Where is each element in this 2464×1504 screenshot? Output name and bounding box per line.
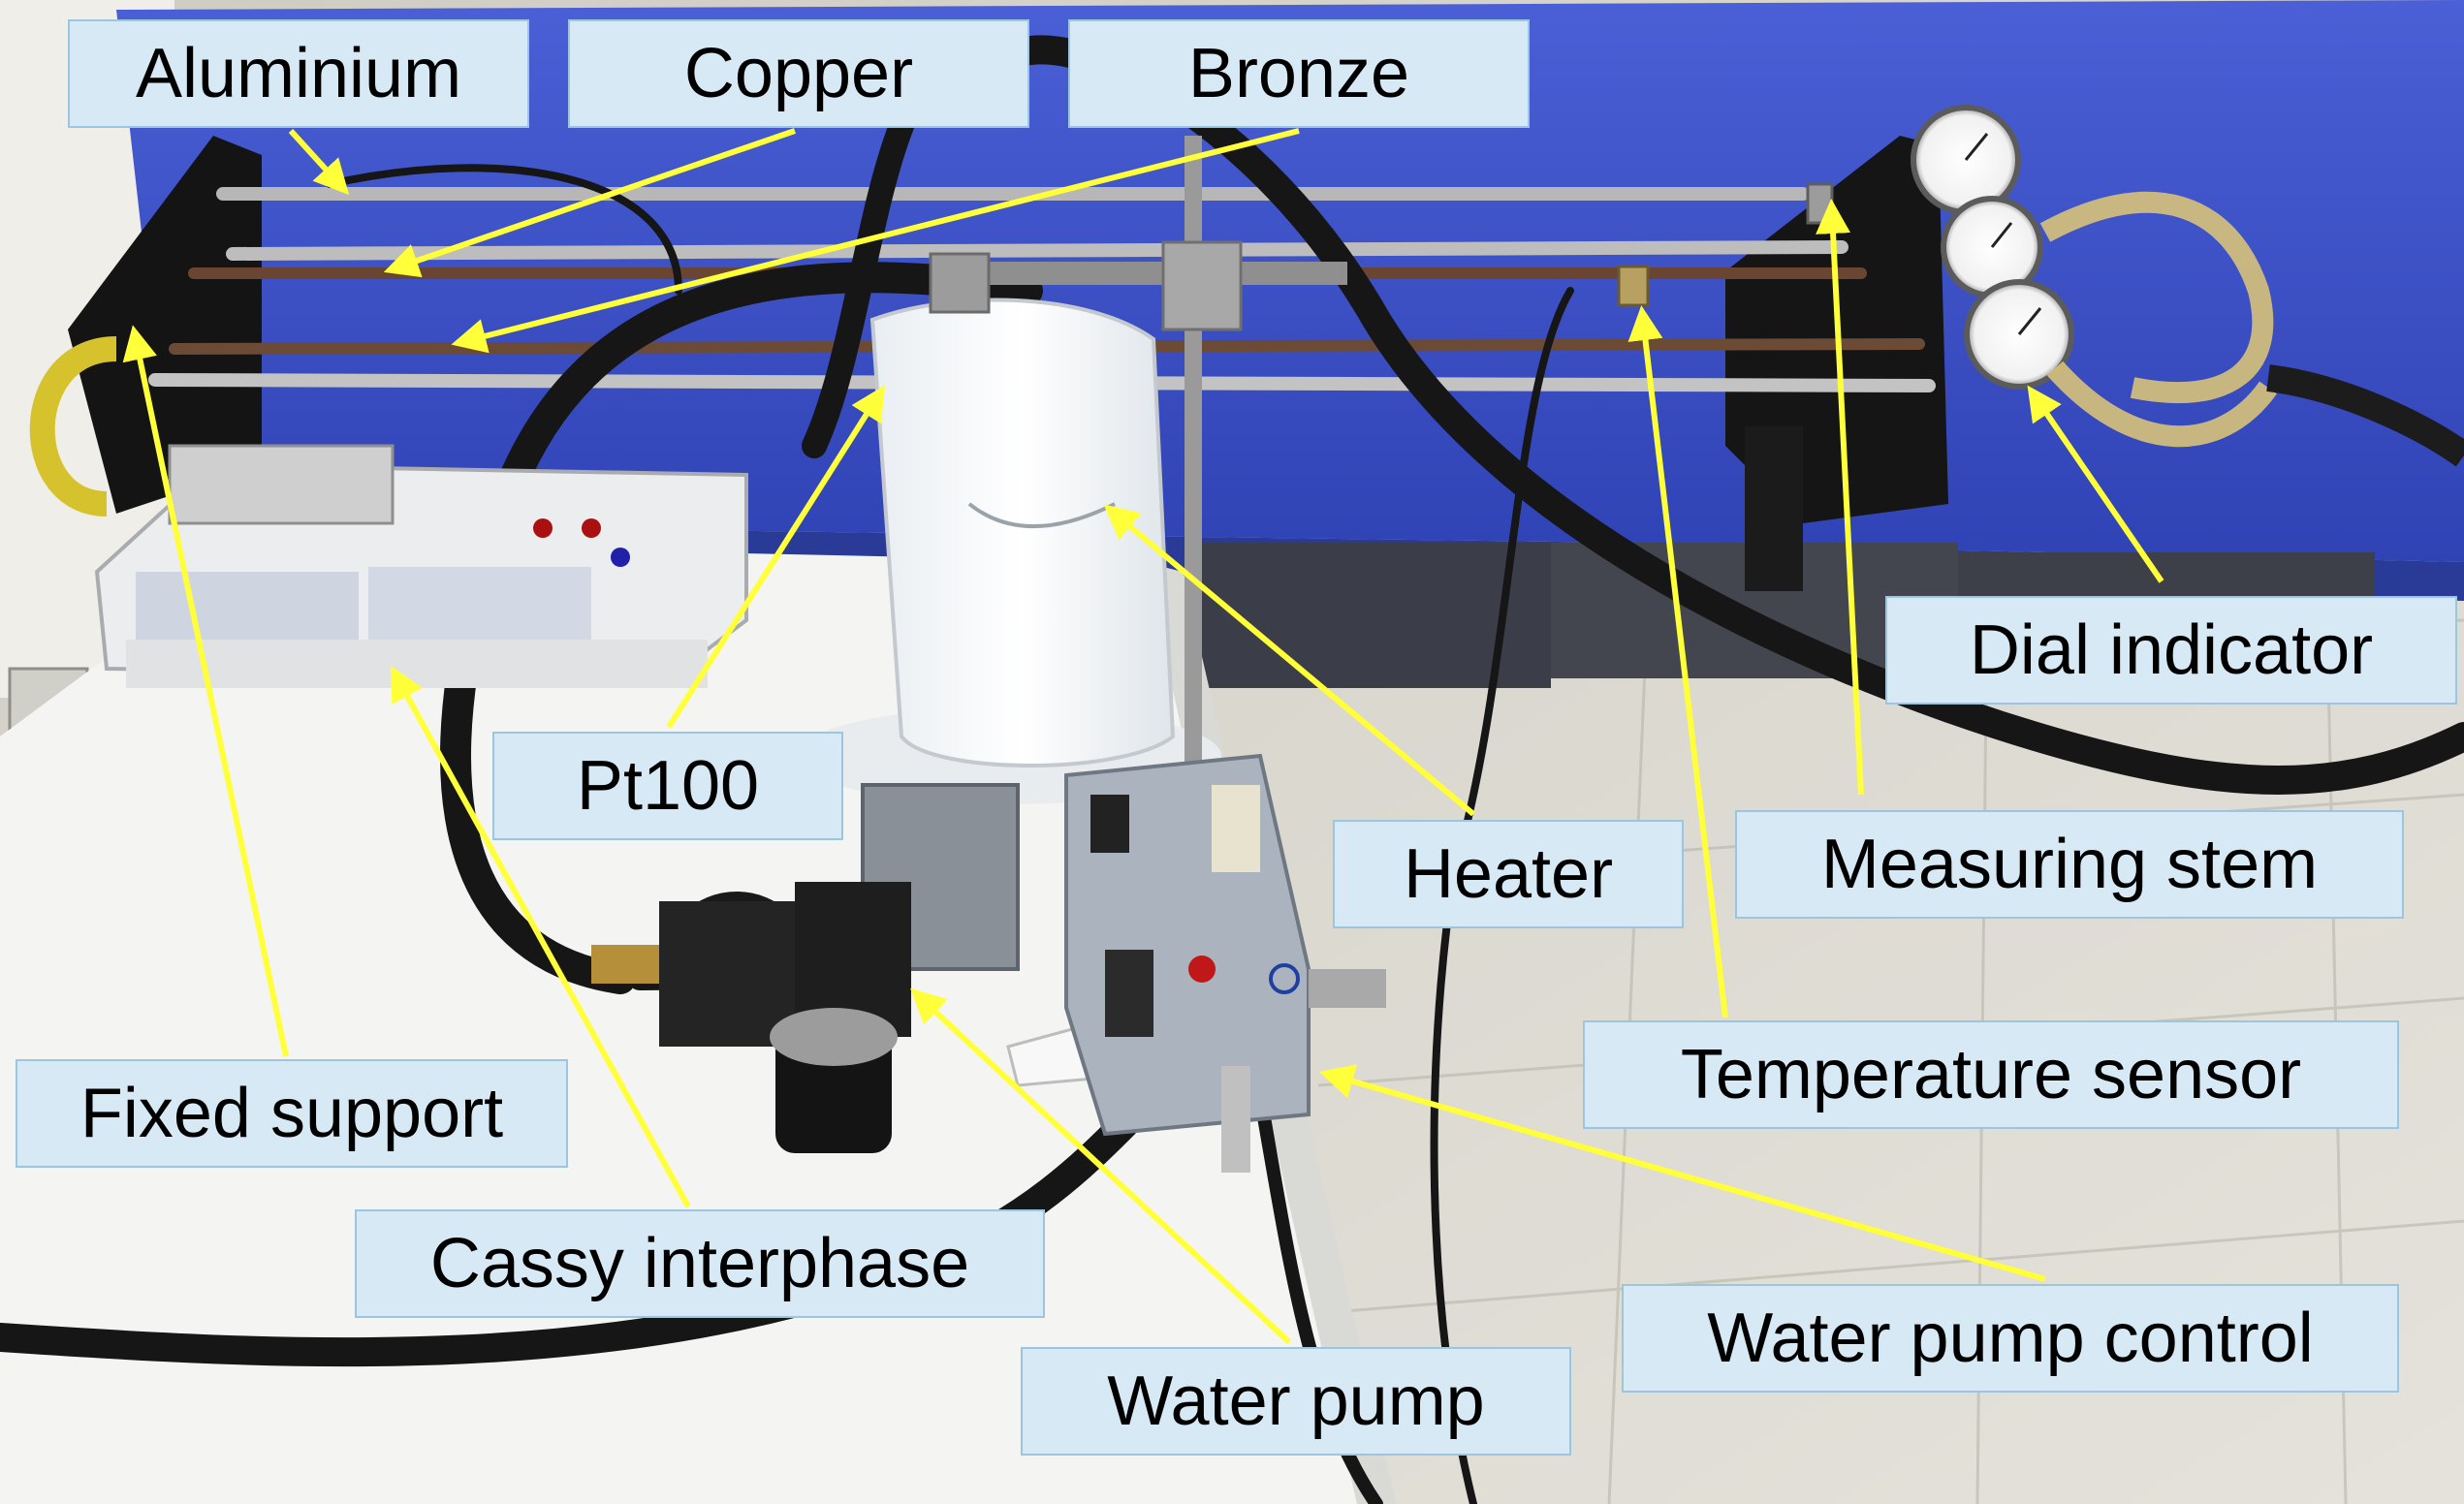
- label-copper: Copper: [568, 19, 1029, 128]
- label-bronze: Bronze: [1068, 19, 1530, 128]
- measuring-stem-clip: [1806, 182, 1834, 225]
- label-heater: Heater: [1333, 820, 1684, 928]
- black-hose-right: [2266, 364, 2464, 467]
- label-pt100: Pt100: [492, 732, 843, 840]
- label-dial-indicator: Dial indicator: [1885, 596, 2457, 705]
- temperature-sensor-clip: [1617, 265, 1650, 307]
- label-temperature-sensor: Temperature sensor: [1583, 1020, 2399, 1129]
- yellow-hose-left: [29, 336, 117, 517]
- label-aluminium: Aluminium: [68, 19, 529, 128]
- cassy-box: [94, 444, 748, 688]
- label-fixed-support: Fixed support: [16, 1059, 568, 1168]
- label-cassy-interphase: Cassy interphase: [355, 1209, 1045, 1318]
- label-measuring-stem: Measuring stem: [1735, 810, 2404, 919]
- label-water-pump-control: Water pump control: [1622, 1284, 2399, 1393]
- label-water-pump: Water pump: [1021, 1347, 1571, 1456]
- dial-indicators: [1911, 105, 2074, 390]
